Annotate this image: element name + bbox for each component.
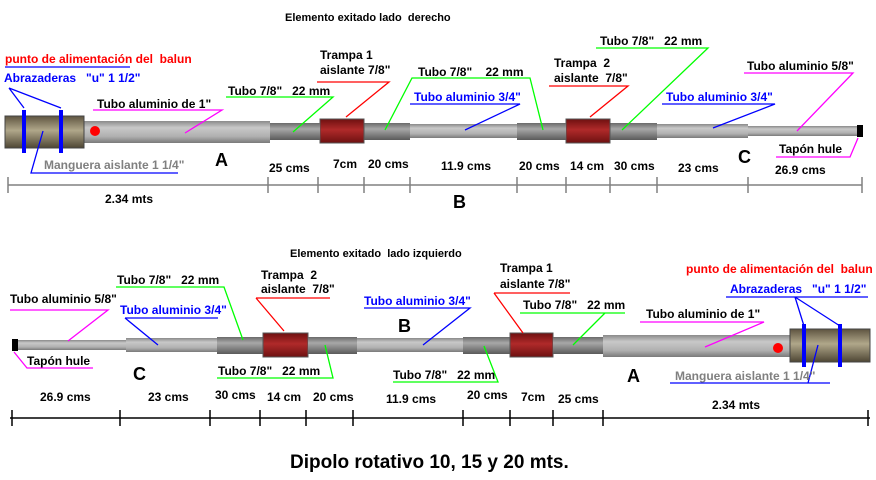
cap-label: Tapón hule [779, 142, 843, 156]
tube-7-8-label: Tubo 7/8" 22 mm [600, 34, 703, 48]
trap-2-label: Trampa 2 [261, 268, 318, 282]
tube-7-8 [270, 123, 320, 140]
clamp [802, 324, 806, 367]
tube-7-8-label: Tubo 7/8" 22 mm [218, 364, 321, 378]
section-a-label: A [215, 150, 228, 170]
cap-label: Tapón hule [27, 354, 91, 368]
tube-3-4 [357, 338, 463, 352]
trap-2-insulator-label: aislante 7/8" [261, 282, 335, 296]
left-element-heading: Elemento exitado lado izquierdo [290, 248, 462, 260]
tube-3-4-label: Tubo aluminio 3/4" [364, 294, 471, 308]
tube-7-8-label: Tubo 7/8" 22 mm [523, 298, 626, 312]
section-a-label: A [627, 366, 640, 386]
clamp [838, 324, 842, 367]
trap-1-insulator-label: aislante 7/8" [500, 277, 571, 291]
trap-2 [565, 118, 611, 144]
hose-label: Manguera aislante 1 1/4" [675, 369, 816, 383]
hose [4, 115, 85, 149]
clamps-label: Abrazaderas "u" 1 1/2" [4, 71, 141, 85]
rubber-cap [12, 339, 18, 351]
dimension-label: 25 cms [269, 161, 310, 175]
right-element-heading: Elemento exitado lado derecho [285, 12, 451, 24]
right-element [4, 47, 863, 193]
dimension-label: 14 cm [267, 390, 302, 404]
trap-1-label: Trampa 1 [320, 48, 373, 62]
dimension-label: 30 cms [614, 159, 655, 173]
trap-1 [509, 332, 554, 358]
feed-point [773, 343, 783, 353]
trap-2-label: Trampa 2 [554, 56, 611, 70]
tube-1-inch [84, 121, 270, 143]
dimension-label: 20 cms [519, 159, 560, 173]
tube-7-8-label: Tubo 7/8" 22 mm [117, 273, 220, 287]
tube-5-8-label: Tubo aluminio 5/8" [747, 59, 854, 73]
total-length-label: 2.34 mts [105, 192, 154, 206]
trap-1-label: Trampa 1 [500, 261, 553, 275]
dimension-line [10, 410, 870, 426]
tube-3-4-label: Tubo aluminio 3/4" [414, 90, 521, 104]
dimension-label: 20 cms [313, 390, 354, 404]
feed-point-label: punto de alimentación del balun [5, 52, 192, 66]
trap-1 [319, 118, 365, 144]
clamp [22, 110, 26, 153]
section-b-label: B [398, 316, 411, 336]
trap-2 [262, 332, 309, 358]
tube-3-4-label: Tubo aluminio 3/4" [120, 303, 227, 317]
dimension-label: 30 cms [215, 388, 256, 402]
tube-5-8 [18, 340, 126, 350]
section-c-label: C [133, 364, 146, 384]
trap-2-insulator-label: aislante 7/8" [554, 71, 628, 85]
tube-7-8 [217, 337, 263, 354]
tube-7-8 [463, 337, 510, 354]
tube-7-8 [308, 337, 357, 354]
feed-point [90, 126, 100, 136]
tube-7-8-label: Tubo 7/8" 22 mm [393, 368, 496, 382]
diagram-title: Dipolo rotativo 10, 15 y 20 mts. [290, 452, 569, 473]
tube-7-8-label: Tubo 7/8" 22 mm [228, 84, 331, 98]
tube-7-8 [553, 337, 603, 354]
section-b-label: B [453, 192, 466, 212]
tube-3-4 [657, 124, 748, 138]
feed-point-label: punto de alimentación del balun [686, 262, 873, 276]
clamp [59, 110, 63, 153]
dimension-line [7, 177, 863, 193]
dimension-label: 7cm [521, 390, 546, 404]
tube-1-inch [603, 335, 790, 357]
section-c-label: C [738, 147, 751, 167]
dimension-label: 26.9 cms [40, 390, 91, 404]
trap-1-insulator-label: aislante 7/8" [320, 63, 391, 77]
left-element [10, 286, 871, 426]
dimension-label: 11.9 cms [441, 159, 492, 173]
dimension-label: 23 cms [678, 161, 719, 175]
clamps-label: Abrazaderas "u" 1 1/2" [730, 282, 867, 296]
tube-7-8 [517, 123, 566, 140]
tube-3-4-label: Tubo aluminio 3/4" [666, 90, 773, 104]
tube-1-inch-label: Tubo aluminio de 1" [97, 97, 212, 111]
tube-5-8-label: Tubo aluminio 5/8" [10, 292, 117, 306]
rubber-cap [857, 125, 863, 137]
dimension-label: 14 cm [570, 159, 605, 173]
dimension-label: 7cm [333, 157, 358, 171]
dimension-label: 25 cms [558, 392, 599, 406]
total-length-label: 2.34 mts [712, 398, 761, 412]
tube-1-inch-label: Tubo aluminio de 1" [646, 307, 761, 321]
dimension-label: 23 cms [148, 390, 189, 404]
tube-3-4 [410, 124, 517, 138]
dimension-label: 20 cms [368, 157, 409, 171]
hose-label: Manguera aislante 1 1/4" [44, 158, 185, 172]
dimension-label: 26.9 cms [775, 163, 826, 177]
dimension-label: 20 cms [467, 388, 508, 402]
tube-7-8 [364, 123, 410, 140]
tube-7-8 [610, 123, 657, 140]
dimension-label: 11.9 cms [386, 392, 437, 406]
tube-3-4 [126, 338, 217, 352]
tube-5-8 [748, 126, 857, 136]
tube-7-8-label: Tubo 7/8" 22 mm [418, 65, 524, 79]
